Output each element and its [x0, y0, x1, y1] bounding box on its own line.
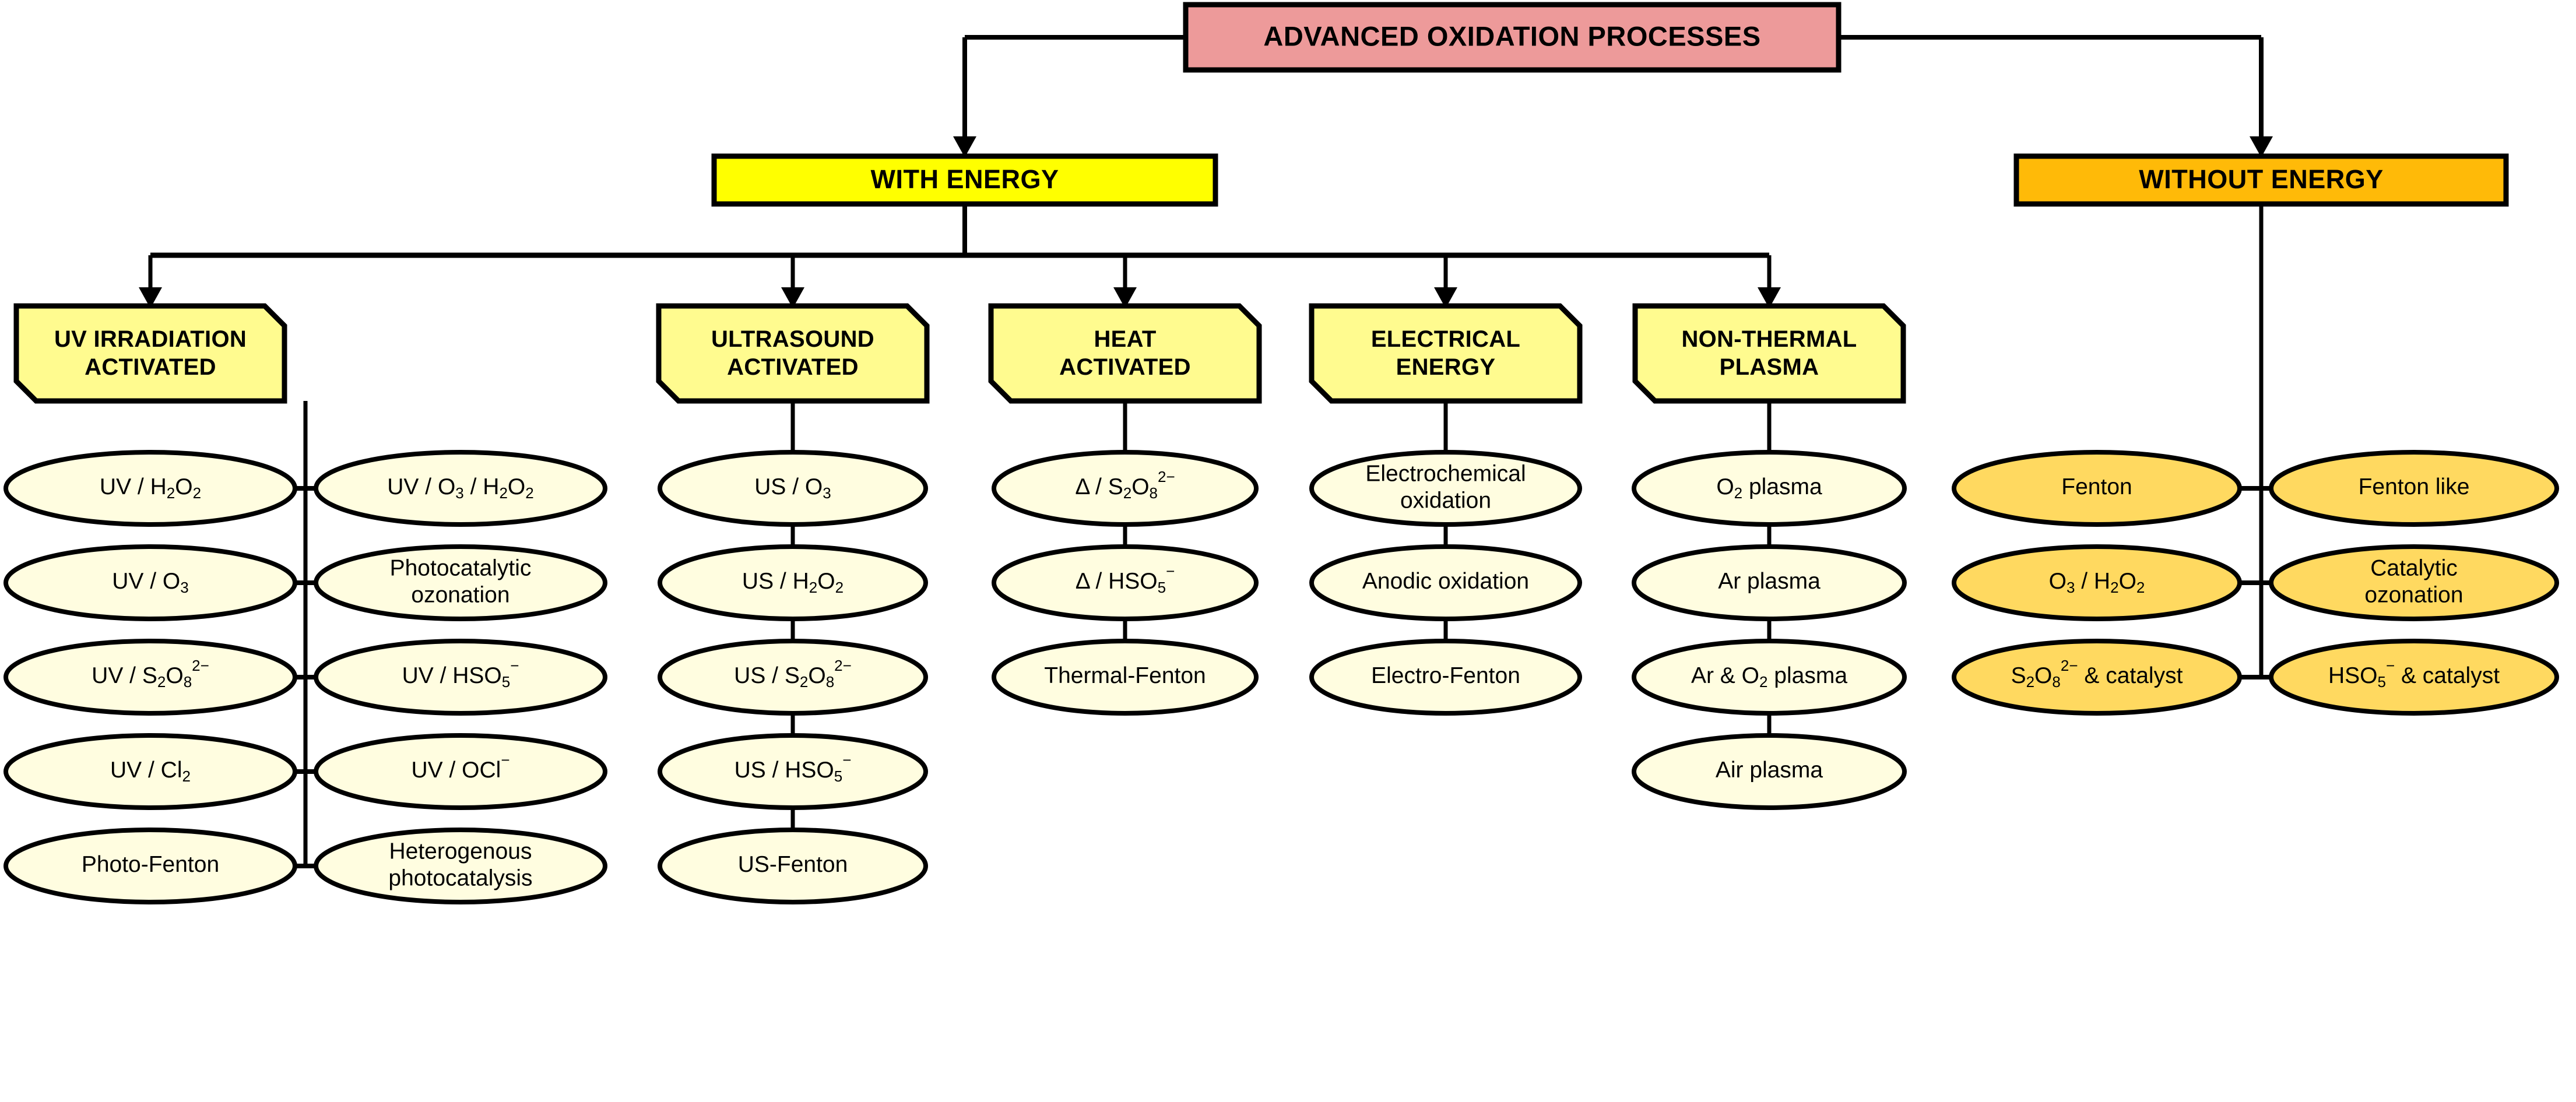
arrow-to-uv [139, 287, 162, 308]
we-right-node-2-shape[interactable] [2269, 639, 2559, 716]
electrical-node-1-shape[interactable] [1309, 544, 1582, 621]
without-energy-node-shape[interactable] [2013, 153, 2509, 207]
category-uv-label-line-0: UV IRRADIATION [54, 326, 247, 352]
category-plasma-shape[interactable] [1632, 303, 1906, 404]
us-node-4-label: US-Fenton [738, 852, 848, 877]
us-node-0-label: US / O3​ [754, 474, 831, 502]
uv-right-node-4-shape[interactable] [314, 828, 607, 904]
uv-right-node-2-shape[interactable] [314, 639, 607, 716]
uv-right-node-4-label-line-0: Heterogenous [389, 839, 532, 864]
we-right-node-2-label: HSO5​−​ & catalyst [2328, 657, 2500, 691]
electrical-node-2-label: Electro-Fenton [1371, 663, 1520, 688]
electrical-node-0-label-line-1: oxidation [1400, 488, 1491, 513]
arrow-to-plasma [1758, 287, 1781, 308]
uv-right-node-3-label: UV / OCl−​ [411, 751, 509, 783]
uv-left-node-3-shape[interactable] [3, 733, 297, 810]
electrical-node-1-label: Anodic oxidation [1362, 569, 1529, 594]
category-heat-shape[interactable] [988, 303, 1262, 404]
uv-left-node-1-label: UV / O3​ [112, 569, 189, 596]
arrow-to-electrical [1434, 287, 1457, 308]
we-right-node-1-label-line-0: Catalytic [2370, 555, 2458, 580]
uv-left-node-2-shape[interactable] [3, 639, 297, 716]
us-node-2-shape[interactable] [658, 639, 928, 716]
with-energy-node-label: WITH ENERGY [870, 164, 1059, 194]
plasma-node-3-shape[interactable] [1632, 733, 1907, 810]
plasma-node-0-shape[interactable] [1632, 450, 1907, 527]
uv-right-node-1-label-line-0: Photocatalytic [390, 555, 532, 580]
category-heat-label-line-0: HEAT [1094, 326, 1156, 352]
we-left-node-1-shape[interactable] [1952, 544, 2242, 621]
we-left-node-0-shape[interactable] [1952, 450, 2242, 527]
category-us-label-line-0: ULTRASOUND [711, 326, 874, 352]
us-node-2-label: US / S2​O8​2−​ [734, 657, 852, 691]
uv-right-node-1-shape[interactable] [314, 544, 607, 621]
plasma-node-1-label: Ar plasma [1718, 569, 1821, 594]
category-electrical-label-line-1: ENERGY [1396, 354, 1496, 380]
uv-left-node-4-label: Photo-Fenton [82, 852, 219, 877]
uv-right-node-4-label-line-1: photocatalysis [388, 865, 532, 890]
uv-left-node-4-shape[interactable] [3, 828, 297, 904]
us-node-3-shape[interactable] [658, 733, 928, 810]
uv-left-node-2-label: UV / S2​O8​2−​ [92, 657, 209, 691]
arrow-to-without-energy [2250, 136, 2273, 157]
arrow-to-us [781, 287, 804, 308]
category-plasma-label-line-1: PLASMA [1720, 354, 1819, 380]
heat-node-0-shape[interactable] [992, 450, 1259, 527]
plasma-node-1-shape[interactable] [1632, 544, 1907, 621]
uv-right-node-2-label: UV / HSO5​−​ [402, 657, 519, 691]
we-right-node-1-label-line-1: ozonation [2364, 582, 2463, 607]
category-heat-label-line-1: ACTIVATED [1059, 354, 1191, 380]
us-node-3-label: US / HSO5​−​ [735, 751, 852, 785]
uv-left-node-1-shape[interactable] [3, 544, 297, 621]
uv-right-node-1-label-line-1: ozonation [411, 582, 509, 607]
we-right-node-1-shape[interactable] [2269, 544, 2559, 621]
category-plasma-label-line-0: NON-THERMAL [1681, 326, 1857, 352]
plasma-node-0-label: O2​ plasma [1716, 474, 1822, 502]
us-node-1-shape[interactable] [658, 544, 928, 621]
category-us-shape[interactable] [656, 303, 930, 404]
we-right-node-0-label: Fenton like [2359, 474, 2470, 499]
arrow-to-with-energy [953, 136, 976, 157]
uv-right-node-0-shape[interactable] [314, 450, 607, 527]
heat-node-2-label: Thermal-Fenton [1044, 663, 1206, 688]
we-left-node-1-label: O3​ / H2​O2​ [2049, 569, 2145, 596]
uv-left-node-0-label: UV / H2​O2​ [100, 474, 201, 502]
we-left-node-0-label: Fenton [2061, 474, 2132, 499]
us-node-4-shape[interactable] [658, 828, 928, 904]
we-left-node-2-label: S2​O8​2−​ & catalyst [2011, 657, 2183, 691]
with-energy-node-shape[interactable] [711, 153, 1218, 207]
electrical-node-0-label-line-0: Electrochemical [1365, 461, 1526, 486]
us-node-1-label: US / H2​O2​ [742, 569, 844, 596]
heat-node-1-label: Δ / HSO5​−​ [1076, 562, 1175, 596]
heat-node-0-label: Δ / S2​O8​2−​ [1075, 468, 1175, 502]
uv-right-node-3-shape[interactable] [314, 733, 607, 810]
electrical-node-0-shape[interactable] [1309, 450, 1582, 527]
we-right-node-0-shape[interactable] [2269, 450, 2559, 527]
arrow-to-heat [1113, 287, 1137, 308]
plasma-node-3-label: Air plasma [1716, 758, 1823, 783]
category-uv-label-line-1: ACTIVATED [85, 354, 216, 380]
heat-node-2-shape[interactable] [992, 639, 1259, 716]
root-node-label: ADVANCED OXIDATION PROCESSES [1263, 20, 1760, 51]
plasma-node-2-label: Ar & O2​ plasma [1691, 663, 1847, 691]
category-us-label-line-1: ACTIVATED [727, 354, 859, 380]
uv-right-node-0-label: UV / O3​ / H2​O2​ [387, 474, 533, 502]
electrical-node-2-shape[interactable] [1309, 639, 1582, 716]
uv-left-node-0-shape[interactable] [3, 450, 297, 527]
category-electrical-label-line-0: ELECTRICAL [1371, 326, 1520, 352]
we-left-node-2-shape[interactable] [1952, 639, 2242, 716]
us-node-0-shape[interactable] [658, 450, 928, 527]
uv-left-node-3-label: UV / Cl2​ [110, 758, 191, 785]
heat-node-1-shape[interactable] [992, 544, 1259, 621]
category-uv-shape[interactable] [13, 303, 287, 404]
without-energy-node-label: WITHOUT ENERGY [2139, 164, 2384, 194]
plasma-node-2-shape[interactable] [1632, 639, 1907, 716]
category-electrical-shape[interactable] [1309, 303, 1583, 404]
